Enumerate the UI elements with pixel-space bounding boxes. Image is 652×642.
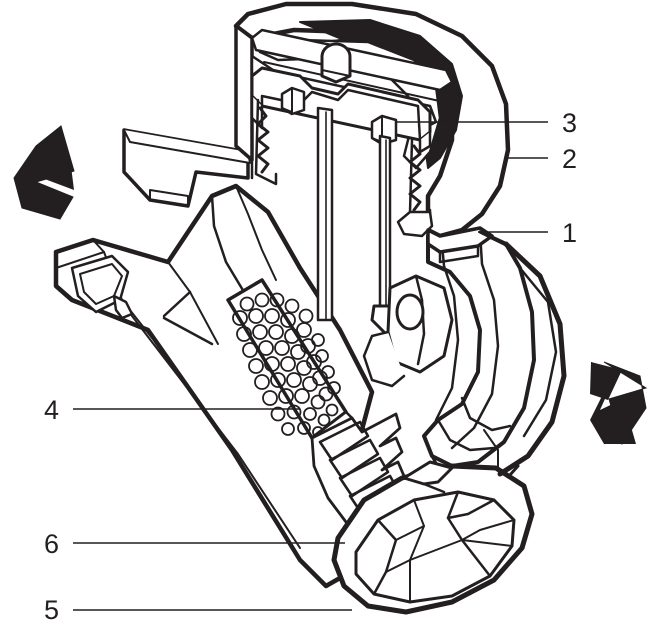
callout-label-6: 6 [44,529,59,559]
spring-right [396,138,434,238]
body-outer-sweep [478,230,567,477]
hex-nut [331,460,535,615]
callout-label-1: 1 [562,218,577,248]
callout-leaders [73,121,548,611]
body-foot [436,396,512,471]
body-flange [426,226,494,264]
callout-labels: 3 2 1 4 6 5 [44,108,577,625]
arrow-outlet-icon [590,361,648,446]
spring-left [254,98,278,186]
seat-clips [280,86,398,146]
arrow-inlet-icon [13,125,75,220]
callout-label-2: 2 [562,144,577,174]
flow-arrows [13,125,648,446]
dome-cap [233,1,511,239]
callout-label-5: 5 [44,595,59,625]
ball-detent [320,42,352,84]
callout-label-3: 3 [562,108,577,138]
body-right-shell [362,230,536,492]
mesh-screen [226,278,354,446]
callout-label-4: 4 [44,395,59,425]
